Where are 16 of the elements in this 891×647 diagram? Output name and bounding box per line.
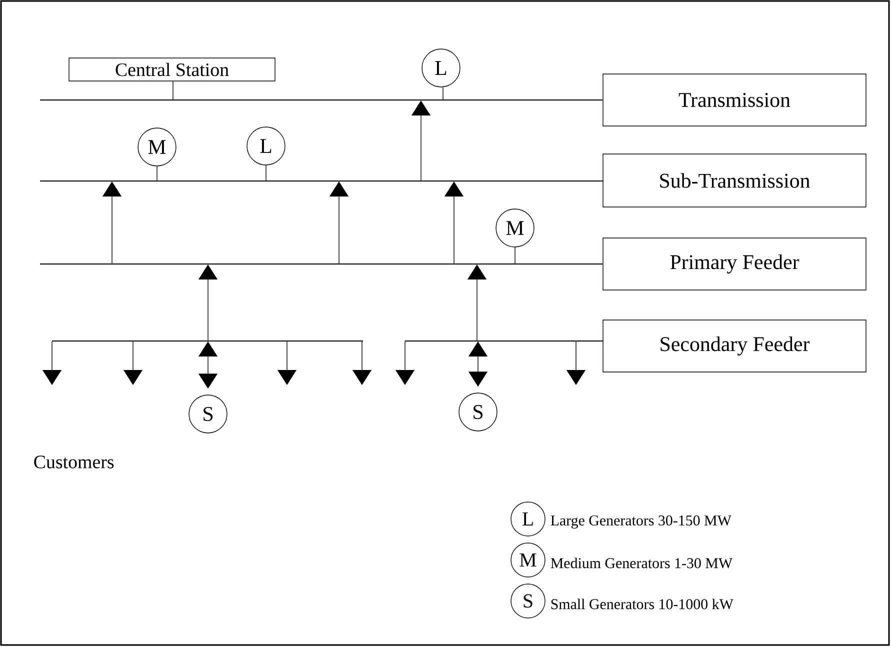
connector-line bbox=[172, 81, 174, 100]
label-box: Secondary Feeder bbox=[602, 320, 866, 372]
bus-line bbox=[404, 340, 604, 342]
legend-text: Small Generators 10-1000 kW bbox=[551, 598, 734, 610]
bus-line bbox=[52, 340, 364, 342]
connector-line bbox=[514, 247, 516, 264]
label-box: Sub-Transmission bbox=[602, 154, 866, 208]
label-box: Transmission bbox=[602, 74, 866, 126]
connector-line bbox=[156, 166, 158, 181]
legend-text: Large Generators 30-150 MW bbox=[550, 515, 732, 529]
label-box: Primary Feeder bbox=[602, 238, 866, 290]
note-text: Customers bbox=[34, 456, 114, 468]
legend-text: Medium Generators 1-30 MW bbox=[550, 558, 732, 568]
connector-line bbox=[442, 87, 444, 100]
bus-line bbox=[40, 180, 604, 182]
label-box: Central Station bbox=[68, 58, 276, 82]
